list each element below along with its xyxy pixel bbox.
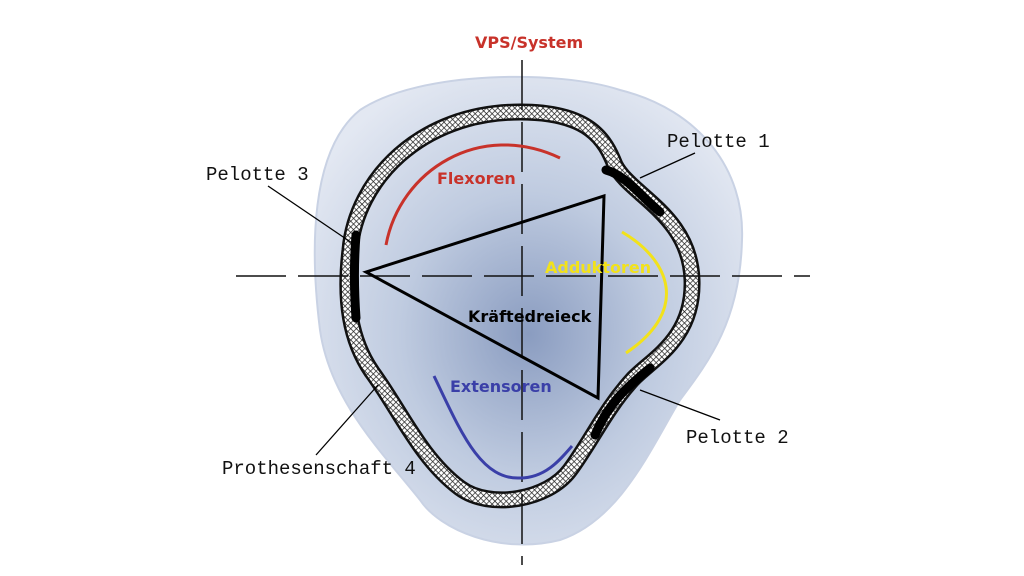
title-vps-system: VPS/System [475,33,583,52]
label-pelotte-3: Pelotte 3 [206,164,309,186]
shaft-leader [315,384,379,456]
pelotte-2-leader [639,389,721,421]
axis-lines [236,60,810,565]
force-triangle [362,193,606,401]
label-pelotte-2: Pelotte 2 [686,427,789,449]
adduktoren-arc [621,230,668,355]
label-extensoren: Extensoren [450,377,552,396]
label-kraeftedreieck: Kräftedreieck [468,307,592,326]
label-flexoren: Flexoren [437,169,516,188]
flexoren-arc [384,143,561,246]
pelotte-1-pad [601,165,665,217]
pelotte-3-pad [350,230,361,323]
pelotte-1-leader [639,152,696,179]
pelotte-2-pad [590,363,655,440]
extensoren-arc [432,375,574,480]
label-pelotte-1: Pelotte 1 [667,131,770,153]
label-adduktoren: Adduktoren [545,258,651,277]
label-prothesenschaft-4: Prothesenschaft 4 [222,458,416,480]
pelotte-3-leader [267,185,356,246]
